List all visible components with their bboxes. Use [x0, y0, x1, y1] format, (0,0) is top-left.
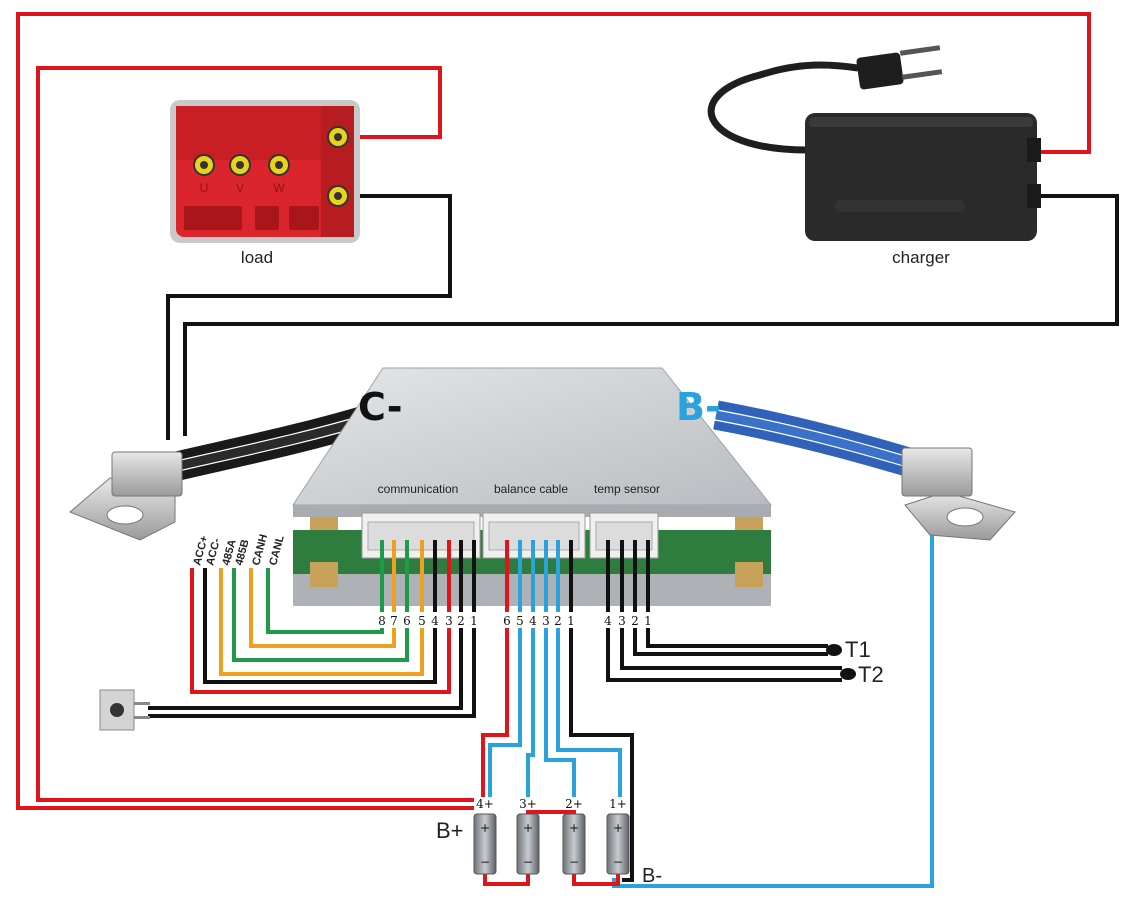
- load-v-label: V: [236, 181, 244, 195]
- load-label: load: [241, 248, 273, 267]
- balance-pin-numbers: 6 5 4 3 2 1: [499, 612, 579, 628]
- charger-label: charger: [892, 248, 950, 267]
- load-terminal-v: [229, 154, 251, 176]
- charger-positive-wire: [16, 12, 1091, 810]
- temp-sensor-connector: [589, 512, 659, 559]
- charger-negative-wire: [183, 194, 1119, 436]
- temp-sensor-wires: [606, 540, 856, 682]
- balance-pin-1: 1: [567, 614, 575, 628]
- load-positive-terminal: [327, 126, 349, 148]
- cell-labels: 4+ 3+ 2+ 1+: [474, 797, 629, 811]
- cell-3-plus-sign: +: [523, 821, 533, 835]
- load-module: U V W: [170, 100, 360, 243]
- b-minus-cable: [713, 400, 932, 483]
- balance-pin-5: 5: [516, 614, 524, 628]
- tactile-switch: [99, 689, 150, 731]
- comm-pin-7: 7: [390, 614, 398, 628]
- temp-pin-1: 1: [644, 614, 652, 628]
- comm-pin-6: 6: [403, 614, 411, 628]
- load-negative-wire: [166, 194, 452, 440]
- b-minus-bottom-label: B-: [642, 865, 662, 887]
- load-negative-terminal: [327, 185, 349, 207]
- t1-label: T1: [845, 637, 871, 662]
- c-minus-label: C-: [358, 385, 403, 429]
- balance-pin-6: 6: [503, 614, 511, 628]
- load-terminal-w: [268, 154, 290, 176]
- cell-label-2-plus: 2+: [565, 797, 583, 811]
- b-minus-top-label: B-: [676, 385, 721, 429]
- cell-2-plus-sign: +: [569, 821, 579, 835]
- communication-label: communication: [378, 482, 459, 496]
- load-positive-wire: [36, 66, 475, 802]
- b-plus-label: B+: [436, 818, 464, 843]
- cell-4-minus-sign: −: [480, 855, 490, 869]
- comm-wires: [148, 540, 476, 718]
- battery-cell-4: + −: [473, 813, 497, 875]
- cell-1-plus-sign: +: [613, 821, 623, 835]
- balance-cable-label: balance cable: [494, 482, 568, 496]
- comm-pin-2: 2: [457, 614, 465, 628]
- temp-pin-3: 3: [618, 614, 626, 628]
- bms-board: [292, 367, 773, 606]
- temp-pin-numbers: 4 3 2 1: [600, 612, 656, 628]
- b-minus-lug: [901, 447, 1016, 541]
- battery-cell-3: + −: [516, 813, 540, 875]
- cell-interconnects: [483, 810, 620, 886]
- cell-1-minus-sign: −: [613, 855, 623, 869]
- load-u-label: U: [200, 181, 209, 195]
- battery-cell-2: + −: [562, 813, 586, 875]
- balance-pin-2: 2: [554, 614, 562, 628]
- comm-pin-4: 4: [431, 614, 439, 628]
- battery-cell-1: + −: [606, 813, 630, 875]
- temp-sensor-label: temp sensor: [594, 482, 660, 496]
- comm-pin-1: 1: [470, 614, 478, 628]
- ac-plug-icon: [856, 45, 943, 90]
- comm-pin-3: 3: [445, 614, 453, 628]
- c-minus-lug: [69, 451, 183, 541]
- cell-label-3-plus: 3+: [519, 797, 537, 811]
- load-terminal-u: [193, 154, 215, 176]
- comm-pin-5: 5: [418, 614, 426, 628]
- cell-label-4-plus: 4+: [476, 797, 494, 811]
- balance-pin-4: 4: [529, 614, 537, 628]
- comm-pin-8: 8: [378, 614, 386, 628]
- balance-pin-3: 3: [542, 614, 550, 628]
- signal-canl: CANL: [267, 534, 287, 567]
- thermistor-t1-icon: [826, 644, 842, 656]
- temp-pin-2: 2: [631, 614, 639, 628]
- cell-label-1-plus: 1+: [609, 797, 627, 811]
- comm-pin-numbers: 8 7 6 5 4 3 2 1: [374, 612, 482, 628]
- balance-wires: [481, 540, 634, 882]
- cell-4-plus-sign: +: [480, 821, 490, 835]
- thermistor-t2-icon: [840, 668, 856, 680]
- temp-pin-4: 4: [604, 614, 612, 628]
- load-w-label: W: [273, 181, 285, 195]
- cell-2-minus-sign: −: [569, 855, 579, 869]
- charger: [707, 45, 1041, 241]
- t2-label: T2: [858, 662, 884, 687]
- cell-3-minus-sign: −: [523, 855, 533, 869]
- load-connector-block: [184, 206, 319, 230]
